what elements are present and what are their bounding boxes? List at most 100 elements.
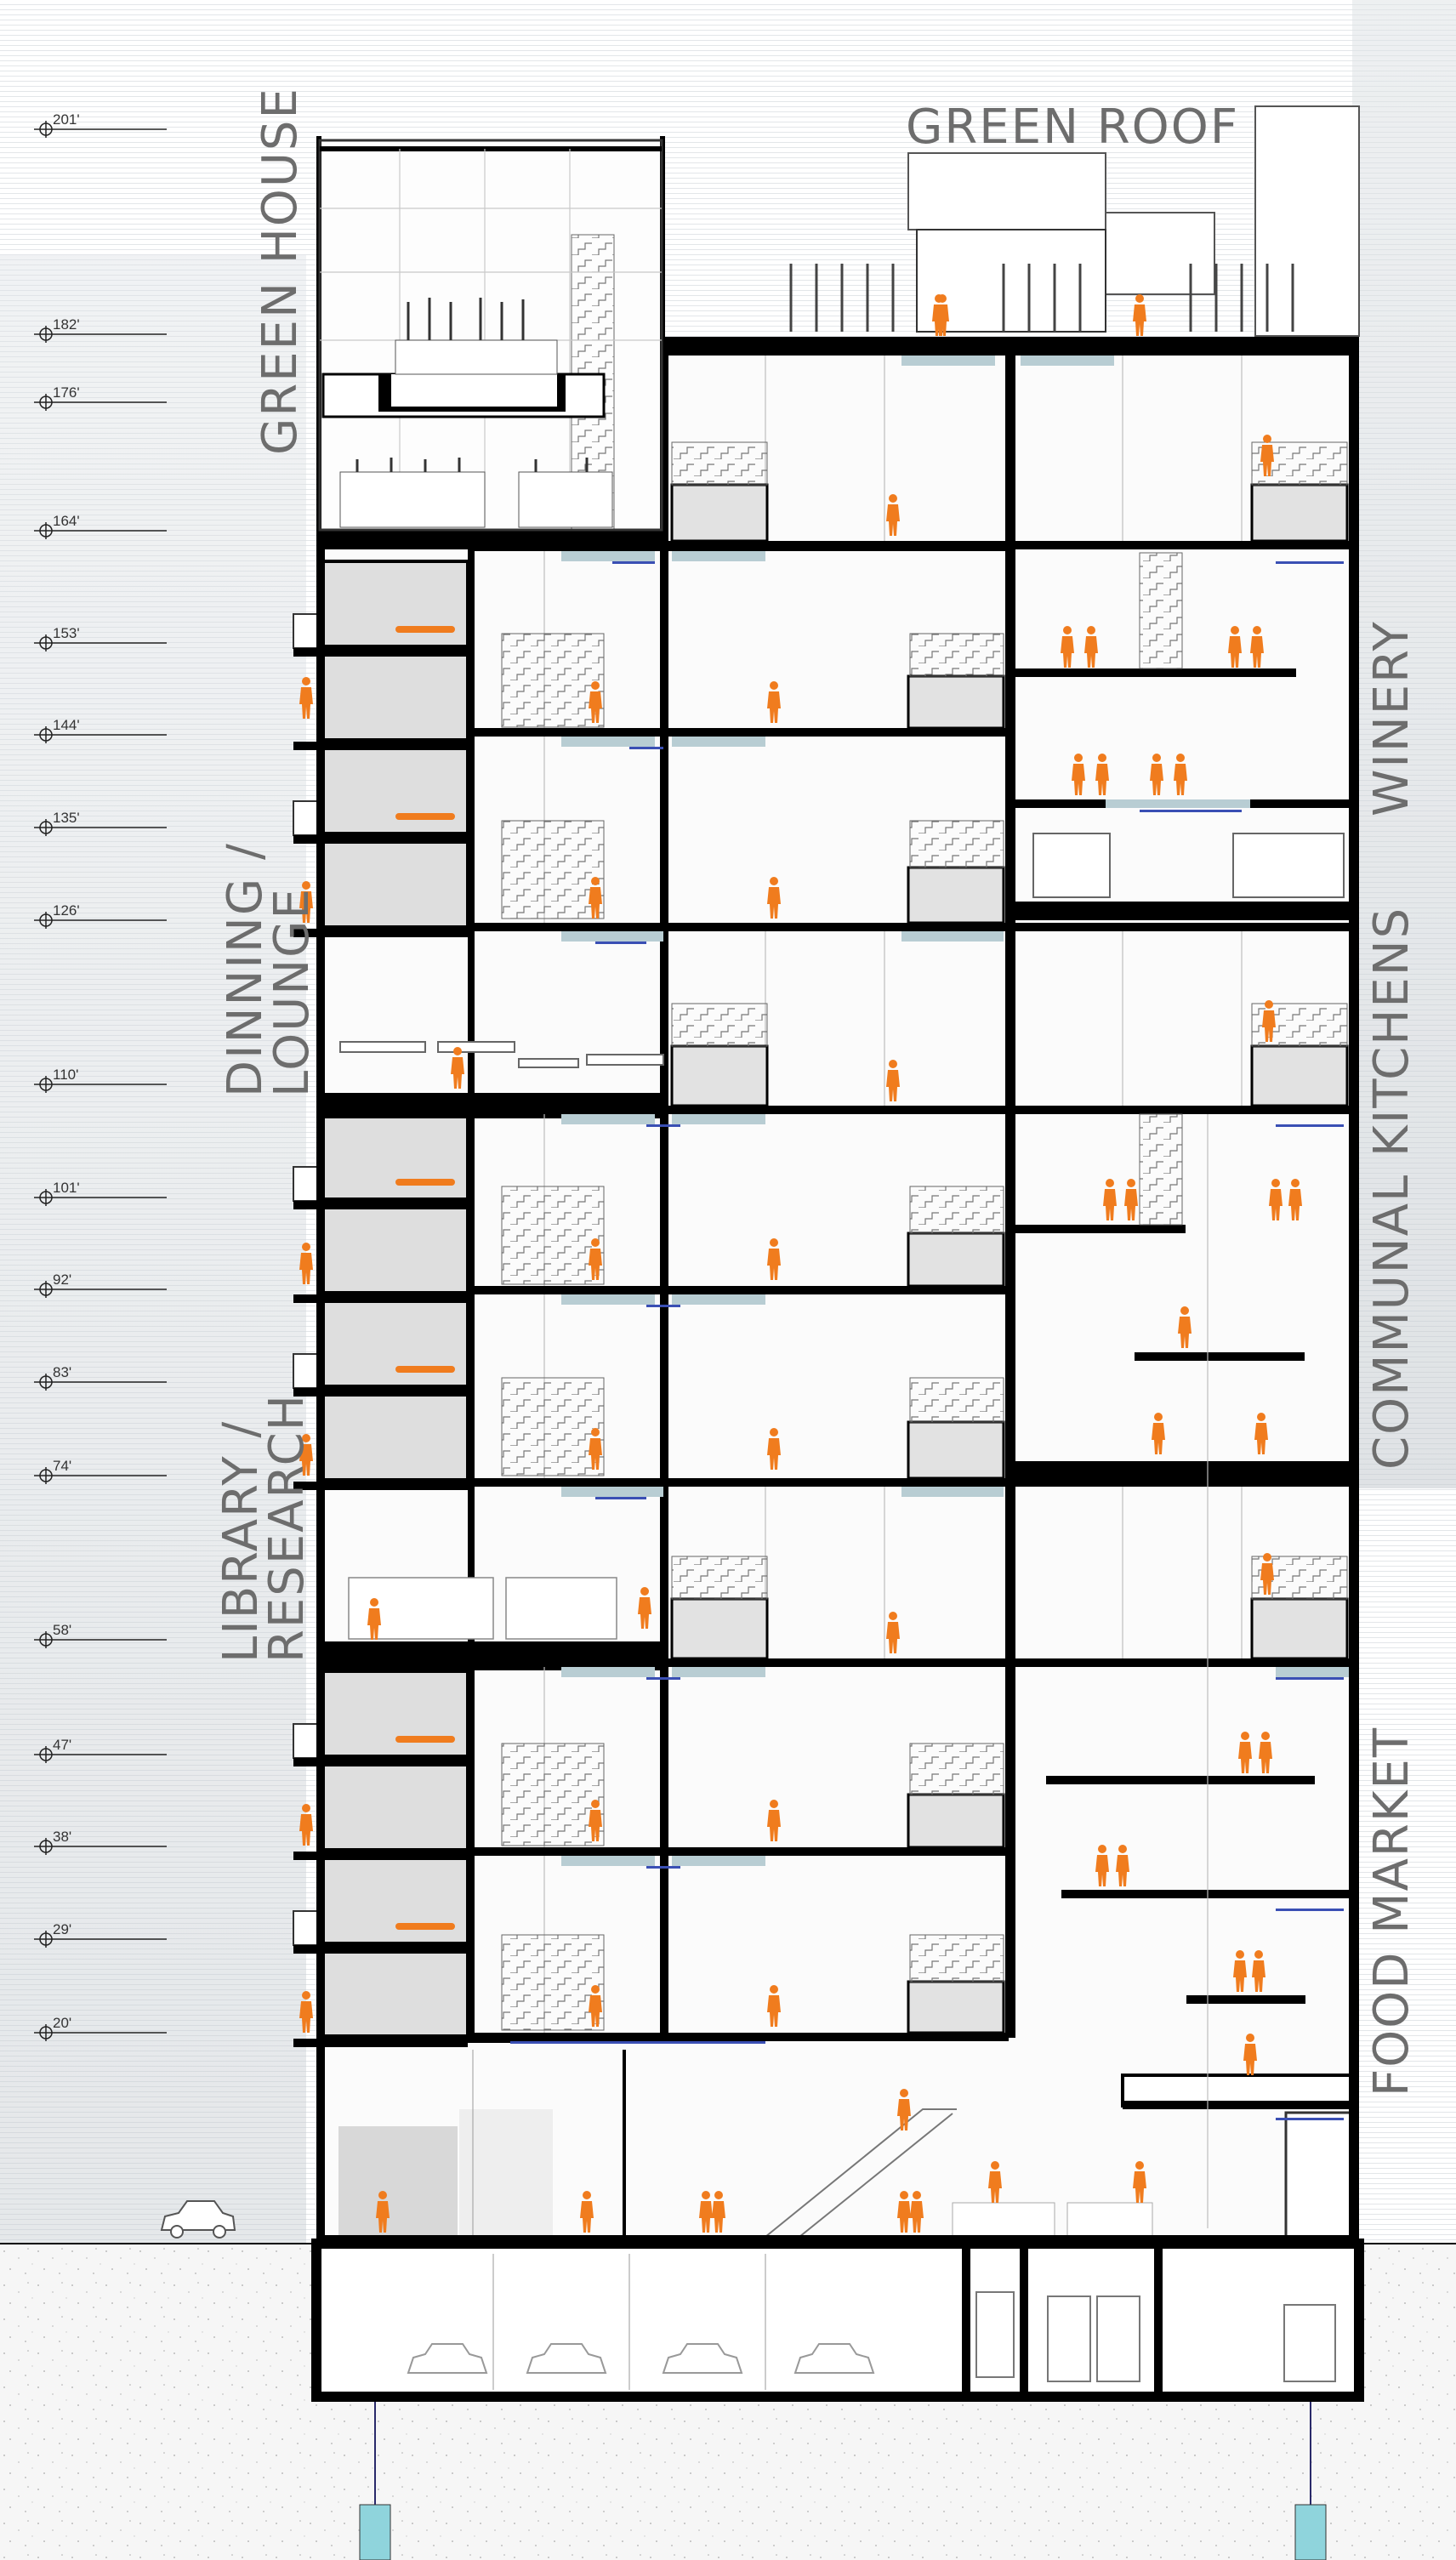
elevation-marker: 126' — [34, 902, 167, 929]
elevation-marker: 83' — [34, 1364, 167, 1391]
person-icon — [767, 1238, 781, 1280]
label-dinning-line2: LOUNGE — [264, 887, 320, 1097]
person-icon — [1133, 294, 1146, 336]
person-icon — [1238, 1732, 1252, 1773]
elevation-label: 176' — [53, 384, 80, 401]
person-icon — [1259, 1732, 1272, 1773]
elevation-label: 135' — [53, 810, 80, 826]
label-green-roof: GREEN ROOF — [906, 100, 1239, 155]
car-icon — [160, 2200, 236, 2239]
person-icon — [589, 877, 602, 919]
bed-icon — [395, 626, 455, 1930]
elevation-marker: 135' — [34, 810, 167, 836]
winery-racks — [1032, 833, 1345, 898]
person-icon — [1254, 1413, 1268, 1454]
person-icon — [299, 1804, 313, 1846]
label-green-house: GREEN HOUSE — [253, 87, 308, 455]
person-icon — [1262, 1000, 1276, 1042]
elevation-marker: 74' — [34, 1458, 167, 1484]
elevation-marker: 47' — [34, 1737, 167, 1763]
elevation-marker: 58' — [34, 1622, 167, 1648]
person-icon — [1095, 754, 1109, 795]
bg-tower-right — [1352, 0, 1456, 1488]
elevation-label: 182' — [53, 316, 80, 333]
person-icon — [767, 1800, 781, 1841]
person-icon — [1072, 754, 1085, 795]
person-icon — [367, 1598, 381, 1640]
elevation-label: 83' — [53, 1364, 71, 1380]
person-icon — [638, 1587, 651, 1629]
elevation-label: 47' — [53, 1737, 71, 1753]
label-library-line1: LIBRARY / — [213, 1420, 269, 1663]
person-icon — [699, 2191, 713, 2233]
person-icon — [1116, 1845, 1129, 1886]
person-icon — [1243, 2034, 1257, 2075]
person-icon — [376, 2191, 390, 2233]
elevation-marker: 153' — [34, 625, 167, 651]
plant-icon — [355, 298, 589, 472]
person-icon — [1269, 1179, 1283, 1220]
person-icon — [299, 677, 313, 719]
bg-tower-left — [0, 255, 306, 2245]
person-icon — [932, 294, 946, 336]
person-icon — [1152, 1413, 1165, 1454]
elevation-label: 201' — [53, 111, 80, 128]
person-icon — [767, 1428, 781, 1470]
person-icon — [1095, 1845, 1109, 1886]
person-icon — [580, 2191, 594, 2233]
ceiling-fixtures — [510, 356, 1349, 2120]
person-icon — [1252, 1950, 1265, 1992]
elevation-marker: 144' — [34, 717, 167, 743]
person-icon — [589, 681, 602, 723]
elevation-marker: 92' — [34, 1271, 167, 1298]
elevation-label: 74' — [53, 1458, 71, 1474]
person-icon — [589, 1428, 602, 1470]
person-icon — [451, 1047, 464, 1089]
person-icon — [1260, 1553, 1274, 1595]
label-winery: WINERY — [1364, 620, 1419, 816]
person-figure-icon — [299, 294, 1302, 2233]
person-icon — [712, 2191, 725, 2233]
person-icon — [897, 2089, 911, 2130]
person-icon — [1260, 435, 1274, 476]
person-icon — [1228, 626, 1242, 668]
elevation-label: 38' — [53, 1829, 71, 1845]
green-house — [318, 139, 663, 532]
person-icon — [589, 1238, 602, 1280]
person-icon — [299, 1991, 313, 2033]
elevation-label: 164' — [53, 513, 80, 529]
elevation-marker: 29' — [34, 1921, 167, 1948]
person-icon — [1288, 1179, 1302, 1220]
person-icon — [767, 877, 781, 919]
person-icon — [1084, 626, 1098, 668]
elevation-label: 58' — [53, 1622, 71, 1638]
person-icon — [299, 1243, 313, 1284]
label-library-line2: RESEARCH — [259, 1393, 315, 1663]
elevation-marker: 164' — [34, 513, 167, 539]
elevation-label: 153' — [53, 625, 80, 641]
label-communal-kitchens: COMMUNAL KITCHENS — [1364, 907, 1419, 1470]
person-icon — [767, 1985, 781, 2027]
person-icon — [1233, 1950, 1247, 1992]
elevation-markers: 201' 182' 176' 164' 153' 144' 135' 126' 110' 101'… — [34, 111, 167, 2041]
elevation-label: 126' — [53, 902, 80, 919]
person-icon — [1250, 626, 1264, 668]
person-icon — [299, 1434, 313, 1476]
elevation-marker: 176' — [34, 384, 167, 411]
elevation-marker: 110' — [34, 1067, 167, 1093]
person-icon — [767, 681, 781, 723]
elevation-label: 144' — [53, 717, 80, 733]
person-icon — [886, 494, 900, 536]
elevation-label: 20' — [53, 2015, 71, 2031]
elevation-label: 101' — [53, 1180, 80, 1196]
person-icon — [299, 881, 313, 923]
person-icon — [988, 2161, 1002, 2203]
person-icon — [1103, 1179, 1117, 1220]
elevation-marker: 101' — [34, 1180, 167, 1206]
person-icon — [589, 1800, 602, 1841]
person-icon — [1174, 754, 1187, 795]
person-icon — [1061, 626, 1074, 668]
person-icon — [1178, 1306, 1192, 1348]
